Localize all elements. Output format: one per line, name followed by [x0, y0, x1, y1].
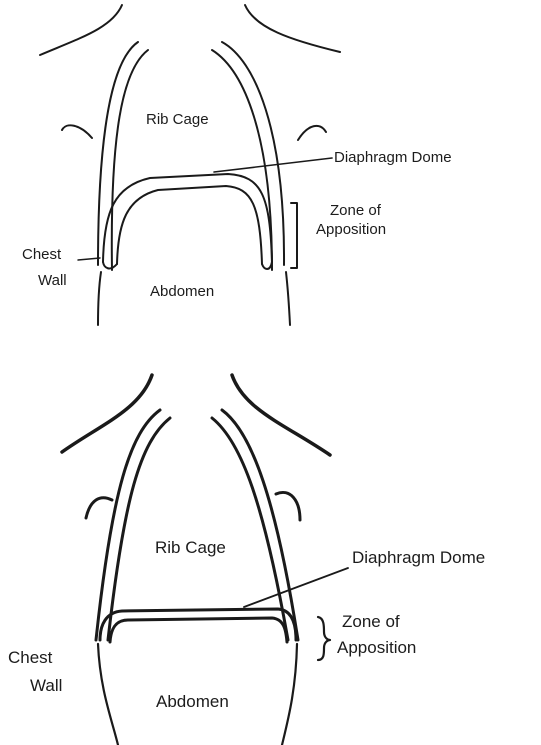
bottom-rib-cage-label: Rib Cage: [155, 538, 226, 557]
bottom-diagram: Rib Cage Diaphragm Dome Zone of Appositi…: [8, 375, 485, 745]
top-right-zone-fold: [262, 262, 272, 269]
bottom-zone-bracket: [318, 617, 330, 660]
top-left-armpit-curve: [62, 125, 92, 138]
bottom-diaphragm-dome-outer: [100, 609, 296, 640]
top-rib-cage-label: Rib Cage: [146, 111, 209, 128]
top-chest-line1-label: Chest: [22, 246, 62, 263]
top-zone-line2-label: Apposition: [316, 221, 386, 238]
top-left-chest-wall: [98, 272, 101, 325]
top-left-shoulder-line: [40, 5, 122, 55]
top-right-rib-wall-outer: [222, 42, 284, 265]
bottom-diaphragm-dome-inner: [110, 618, 287, 642]
top-left-rib-wall-inner: [112, 50, 148, 270]
top-abdomen-label: Abdomen: [150, 283, 214, 300]
top-right-shoulder-line: [245, 5, 340, 52]
top-right-armpit-curve: [298, 126, 326, 140]
top-diaphragm-pointer: [214, 158, 332, 172]
bottom-zone-line1-label: Zone of: [342, 612, 400, 631]
top-right-rib-wall-inner: [212, 50, 272, 270]
top-left-rib-wall-outer: [98, 42, 138, 265]
top-chest-line2-label: Wall: [38, 272, 67, 289]
bottom-right-abdomen-wall: [282, 644, 297, 745]
bottom-left-rib-wall-inner: [108, 418, 170, 640]
top-zone-line1-label: Zone of: [330, 202, 382, 219]
bottom-right-armpit-curve: [276, 492, 300, 520]
bottom-chest-line2-label: Wall: [30, 676, 62, 695]
top-diaphragm-dome-inner: [117, 186, 262, 264]
top-diaphragm-dome-outer: [103, 174, 272, 262]
bottom-left-armpit-curve: [86, 498, 112, 518]
top-right-chest-wall: [286, 272, 290, 325]
top-diagram: Rib Cage Diaphragm Dome Zone of Appositi…: [22, 5, 452, 325]
bottom-abdomen-label: Abdomen: [156, 692, 229, 711]
bottom-diaphragm-pointer: [244, 568, 348, 607]
bottom-diaphragm-dome-label: Diaphragm Dome: [352, 548, 485, 567]
bottom-left-shoulder-line: [62, 375, 152, 452]
top-zone-bracket: [291, 203, 297, 268]
top-left-zone-fold: [103, 262, 117, 268]
bottom-chest-line1-label: Chest: [8, 648, 53, 667]
top-chest-wall-pointer: [78, 258, 100, 260]
top-diaphragm-dome-label: Diaphragm Dome: [334, 149, 452, 166]
bottom-zone-line2-label: Apposition: [337, 638, 416, 657]
bottom-left-abdomen-wall: [98, 644, 118, 745]
